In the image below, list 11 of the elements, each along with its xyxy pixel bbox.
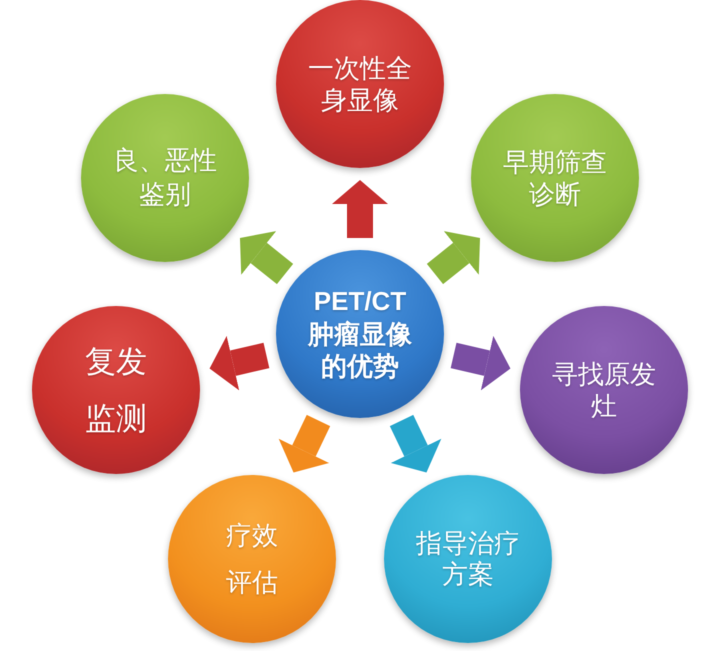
circle-label: 早期筛查诊断 <box>502 146 608 210</box>
circle-label: PET/CT肿瘤显像的优势 <box>306 285 413 383</box>
block-arrow <box>206 336 270 390</box>
circle-label: 良、恶性鉴别 <box>112 144 218 211</box>
circle-label: 指导治疗方案 <box>414 528 521 590</box>
block-arrow <box>332 180 388 238</box>
circle-label: 复发监测 <box>84 342 148 438</box>
circle-label: 疗效评估 <box>224 519 279 599</box>
circle-label: 寻找原发灶 <box>550 358 657 422</box>
circle-label: 一次性全身显像 <box>306 52 413 116</box>
block-arrow <box>450 336 514 390</box>
